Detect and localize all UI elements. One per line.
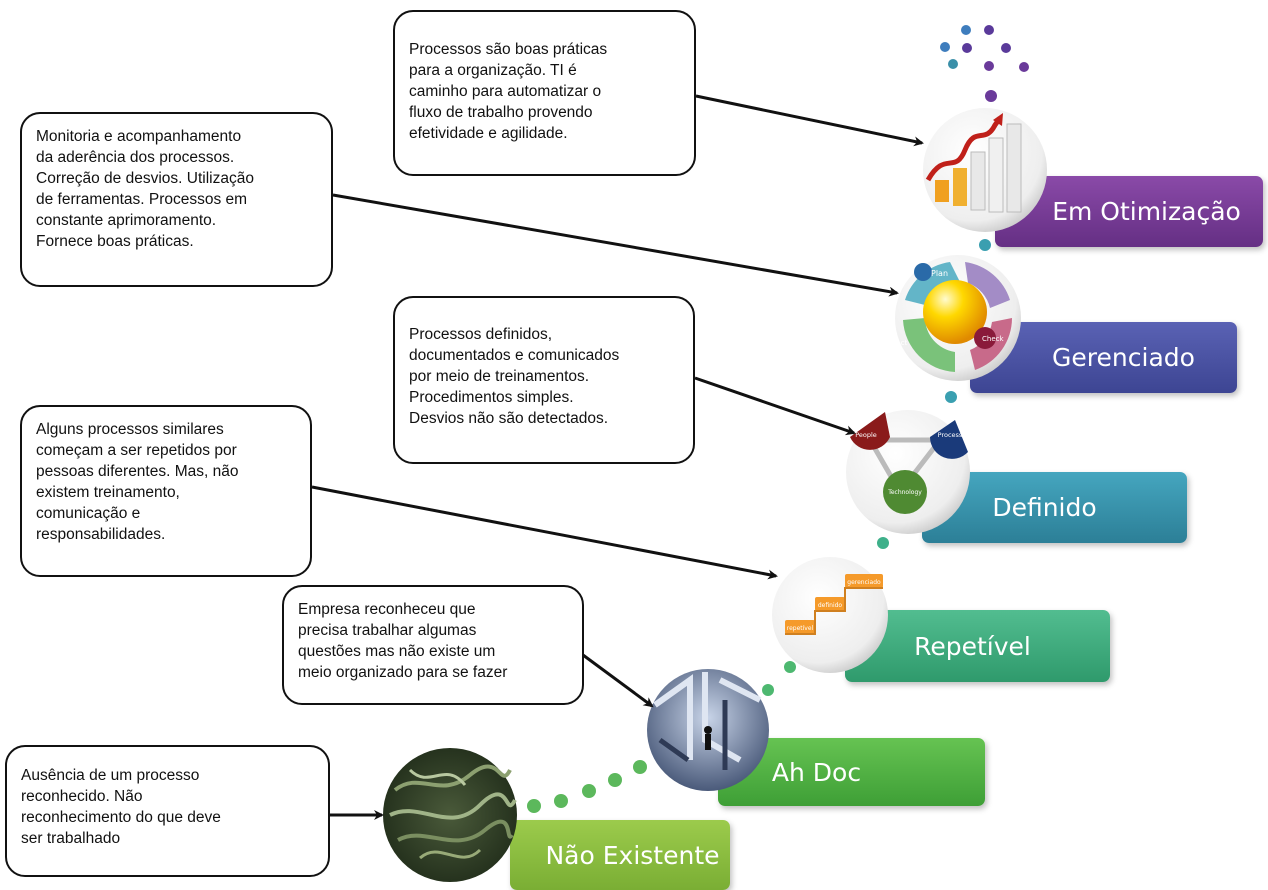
callout-text: Alguns processos similares começam a ser… bbox=[36, 421, 239, 544]
callout-nao-existente: Ausência de um processo reconhecido. Não… bbox=[5, 745, 330, 877]
callout-repetivel: Alguns processos similares começam a ser… bbox=[20, 405, 312, 577]
step-label-repetivel: repetível bbox=[787, 625, 814, 632]
level-label: Gerenciado bbox=[1052, 343, 1195, 372]
callout-text: Processos são boas práticas para a organ… bbox=[409, 41, 608, 143]
callout-text: Processos definidos, documentados e comu… bbox=[409, 326, 620, 428]
grass-image bbox=[383, 748, 517, 882]
people-process-technology-image: People Process Technology bbox=[846, 410, 970, 534]
arrows bbox=[311, 94, 924, 820]
pdca-label-check: Check bbox=[982, 335, 1004, 343]
pdca-image: Plan Check Act bbox=[895, 255, 1021, 381]
maze-image bbox=[647, 669, 769, 791]
callout-text: Ausência de um processo reconhecido. Não… bbox=[21, 767, 221, 848]
level-bar-repetivel: Repetível bbox=[845, 610, 1110, 682]
scattered-dots bbox=[940, 25, 1029, 102]
callout-text: Empresa reconheceu que precisa trabalhar… bbox=[298, 601, 508, 682]
ppt-label-technology: Technology bbox=[887, 489, 922, 496]
level-label: Repetível bbox=[914, 631, 1031, 661]
pdca-label-plan: Plan bbox=[931, 269, 948, 278]
level-label: Definido bbox=[992, 493, 1097, 522]
level-label: Em Otimização bbox=[1052, 197, 1241, 226]
step-label-definido: definido bbox=[818, 602, 843, 609]
path-dots bbox=[527, 239, 991, 813]
callout-definido: Processos definidos, documentados e comu… bbox=[393, 296, 695, 464]
level-label: Ah Doc bbox=[771, 757, 862, 787]
level-bar-nao-existente: Não Existente bbox=[510, 820, 730, 890]
callout-ah-doc: Empresa reconheceu que precisa trabalhar… bbox=[282, 585, 584, 705]
ppt-label-people: People bbox=[855, 431, 877, 439]
callout-gerenciado: Monitoria e acompanhamento da aderência … bbox=[20, 112, 333, 287]
level-label: Não Existente bbox=[545, 840, 720, 870]
ppt-label-process: Process bbox=[938, 431, 963, 439]
callout-text: Monitoria e acompanhamento da aderência … bbox=[36, 128, 254, 251]
step-label-gerenciado: gerenciado bbox=[847, 579, 881, 586]
growth-chart-image bbox=[923, 108, 1047, 232]
pdca-label-act: Act bbox=[896, 339, 908, 347]
callout-em-otimizacao: Processos são boas práticas para a organ… bbox=[393, 10, 696, 176]
stairs-image: repetível definido gerenciado bbox=[772, 557, 888, 673]
